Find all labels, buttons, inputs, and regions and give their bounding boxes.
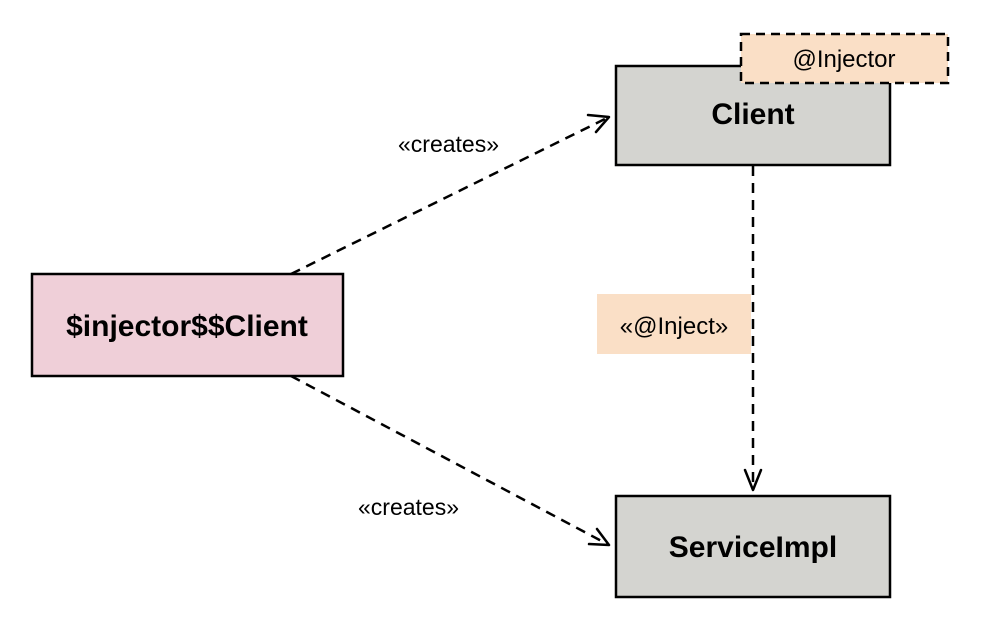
edge-creates-client-line bbox=[290, 115, 610, 276]
edge-creates-client-arrowhead bbox=[586, 113, 611, 134]
inject-annotation-box bbox=[597, 294, 751, 354]
edge-creates-service-line bbox=[290, 374, 610, 547]
injector-node-box bbox=[30, 272, 345, 378]
inject-annotation-label: «@Inject» bbox=[620, 313, 728, 340]
client-injector-tag-label: @Injector bbox=[792, 46, 895, 73]
edge-creates-service-label: «creates» bbox=[358, 494, 459, 520]
client-injector-tag-box bbox=[739, 32, 950, 85]
edge-creates-service-arrowhead bbox=[587, 527, 611, 547]
service-node-box bbox=[614, 494, 892, 599]
injector-node[interactable]: $injector$$Client bbox=[30, 272, 345, 378]
service-node-label: ServiceImpl bbox=[669, 531, 837, 564]
inject-annotation: «@Inject» bbox=[597, 294, 751, 354]
edge-inject bbox=[743, 166, 763, 492]
edge-creates-client-label: «creates» bbox=[398, 131, 499, 157]
injector-node-label: $injector$$Client bbox=[66, 310, 308, 343]
edge-inject-arrowhead bbox=[743, 468, 763, 492]
edge-creates-client bbox=[290, 113, 611, 276]
client-injector-tag: @Injector bbox=[739, 32, 950, 85]
service-node[interactable]: ServiceImpl bbox=[614, 494, 892, 599]
edge-creates-service bbox=[290, 374, 611, 547]
client-node-label: Client bbox=[711, 98, 794, 131]
